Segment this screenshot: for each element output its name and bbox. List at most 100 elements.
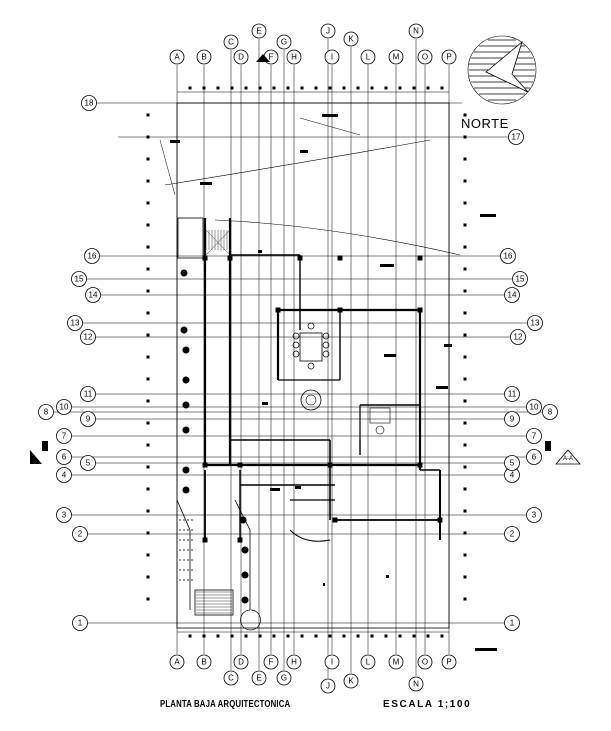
grid-row-label: 15 [516, 275, 525, 284]
grid-row-label: 6 [532, 453, 537, 462]
grid-bubble-p-bottom: P [441, 654, 457, 670]
grid-bubble-row-14-right: 14 [504, 287, 520, 303]
section-line-icon-right [545, 441, 551, 451]
grid-bubble-row-3-left: 3 [56, 507, 72, 523]
grid-row-label: 11 [84, 390, 93, 399]
section-marker-label: A-A [563, 456, 573, 462]
grid-bubble-row-5-left: 5 [80, 455, 96, 471]
grid-bubble-k-top: K [343, 31, 359, 47]
grid-bubble-i-top: I [324, 49, 340, 65]
grid-bubble-row-6-left: 6 [56, 449, 72, 465]
grid-row-label: 13 [71, 319, 80, 328]
grid-bubble-row-6-right: 6 [526, 449, 542, 465]
grid-bubble-row-7-right: 7 [526, 428, 542, 444]
walls [159, 91, 461, 633]
grid-bubble-row-12-right: 12 [510, 329, 526, 345]
grid-bubble-row-8-left: 8 [38, 404, 54, 420]
grid-column-label: C [228, 674, 234, 683]
grid-row-label: 8 [44, 408, 49, 417]
grid-row-label: 18 [85, 99, 94, 108]
grid-bubble-row-13-left: 13 [67, 315, 83, 331]
grid-row-label: 7 [532, 432, 537, 441]
grid-row-label: 7 [62, 432, 67, 441]
grid-bubble-i-bottom: I [324, 654, 340, 670]
grid-bubble-n-top: N [408, 23, 424, 39]
grid-bubble-row-7-left: 7 [56, 428, 72, 444]
grid-column-label: L [366, 53, 371, 62]
grid-bubble-c-top: C [223, 34, 239, 50]
grid-column-label: G [281, 38, 287, 47]
grid-row-label: 11 [508, 390, 517, 399]
grid-column-label: N [413, 680, 419, 689]
grid-row-label: 1 [78, 619, 83, 628]
grid-column-label: J [326, 27, 330, 36]
grid-row-label: 5 [510, 459, 515, 468]
grid-bubble-e-bottom: E [251, 670, 267, 686]
grid-row-label: 12 [514, 333, 523, 342]
grid-bubble-row-11-right: 11 [504, 386, 520, 402]
grid-bubble-d-bottom: D [233, 654, 249, 670]
grid-bubble-j-bottom: J [320, 678, 336, 694]
grid-row-label: 14 [508, 291, 517, 300]
grid-column-label: H [291, 658, 297, 667]
grid-bubble-h-top: H [286, 49, 302, 65]
grid-bubble-n-bottom: N [408, 676, 424, 692]
north-arrow-icon [467, 35, 537, 105]
grid-lines [54, 39, 542, 678]
grid-bubble-row-15-right: 15 [512, 271, 528, 287]
grid-bubble-row-15-left: 15 [71, 271, 87, 287]
grid-row-label: 14 [89, 291, 98, 300]
grid-bubble-row-12-left: 12 [80, 329, 96, 345]
grid-bubble-f-bottom: F [263, 654, 279, 670]
grid-row-label: 5 [86, 459, 91, 468]
grid-bubble-row-16-right: 16 [500, 248, 516, 264]
grid-bubble-a-top: A [169, 49, 185, 65]
grid-column-label: H [291, 53, 297, 62]
grid-row-label: 3 [62, 511, 67, 520]
grid-column-label: B [201, 658, 206, 667]
grid-column-label: C [228, 38, 234, 47]
grid-column-label: I [331, 658, 333, 667]
grid-bubble-b-bottom: B [196, 654, 212, 670]
grid-row-label: 16 [504, 252, 513, 261]
grid-row-label: 10 [60, 403, 69, 412]
grid-column-label: F [269, 53, 274, 62]
grid-bubble-row-4-left: 4 [56, 467, 72, 483]
grid-bubble-row-13-right: 13 [527, 315, 543, 331]
grid-bubble-row-10-left: 10 [56, 399, 72, 415]
grid-row-label: 10 [530, 403, 539, 412]
grid-bubble-row-9-left: 9 [80, 411, 96, 427]
grid-row-label: 6 [62, 453, 67, 462]
grid-bubble-a-bottom: A [169, 654, 185, 670]
grid-column-label: O [422, 658, 428, 667]
grid-column-label: L [366, 658, 371, 667]
grid-bubble-c-bottom: C [223, 670, 239, 686]
section-marker-right-icon: A-A [555, 449, 581, 465]
grid-column-label: K [348, 35, 354, 44]
grid-row-label: 16 [88, 252, 97, 261]
grid-row-label: 12 [84, 333, 93, 342]
grid-column-label: F [269, 658, 274, 667]
grid-bubble-l-bottom: L [360, 654, 376, 670]
grid-bubble-p-top: P [441, 49, 457, 65]
grid-bubble-d-top: D [233, 49, 249, 65]
grid-row-label: 9 [510, 415, 515, 424]
grid-column-label: I [331, 53, 333, 62]
grid-bubble-g-top: G [276, 34, 292, 50]
grid-column-label: D [238, 53, 244, 62]
grid-bubble-o-bottom: O [417, 654, 433, 670]
drawing-title: PLANTA BAJA ARQUITECTONICA [160, 699, 291, 710]
grid-bubble-m-bottom: M [388, 654, 404, 670]
grid-row-label: 2 [510, 530, 515, 539]
grid-column-label: O [422, 53, 428, 62]
grid-bubble-h-bottom: H [286, 654, 302, 670]
grid-row-label: 9 [86, 415, 91, 424]
grid-bubble-row-2-right: 2 [504, 526, 520, 542]
grid-column-label: K [348, 677, 354, 686]
section-marker-left-icon [30, 450, 42, 464]
grid-column-label: A [174, 53, 180, 62]
grid-row-label: 3 [532, 511, 537, 520]
grid-row-label: 8 [548, 408, 553, 417]
grid-bubble-b-top: B [196, 49, 212, 65]
